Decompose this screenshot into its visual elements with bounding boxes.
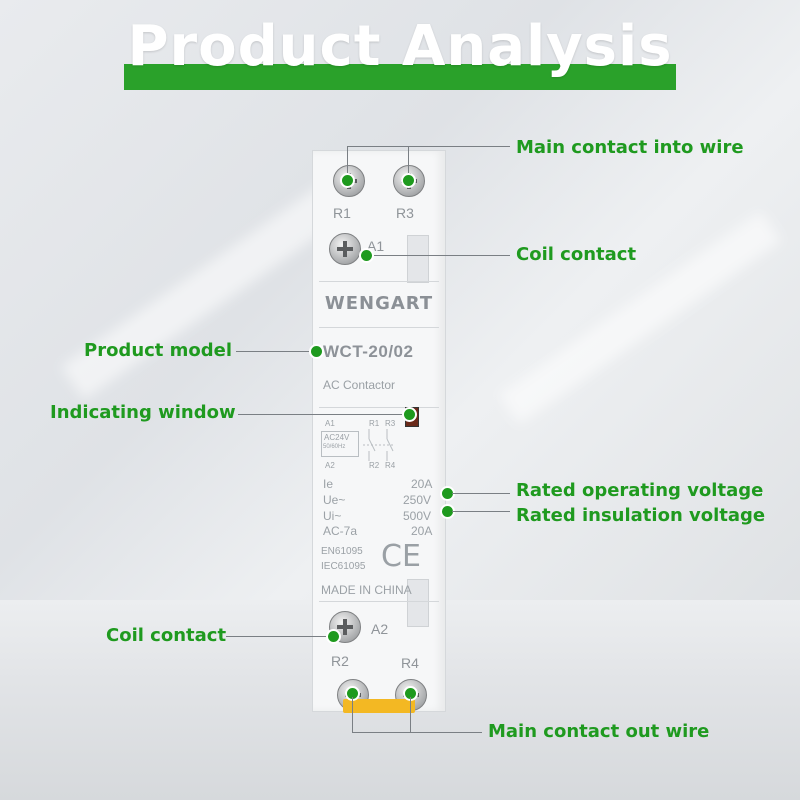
divider — [319, 407, 439, 408]
terminal-label-r3: R3 — [396, 205, 414, 221]
model-number: WCT-20/02 — [323, 342, 414, 361]
leader-line — [238, 414, 406, 415]
schematic-r2: R2 — [369, 461, 380, 470]
page-title: Product Analysis — [127, 14, 673, 79]
contact-symbols — [363, 429, 394, 461]
callout-main-contact-out: Main contact out wire — [488, 721, 710, 742]
bottom-notch — [407, 579, 429, 627]
marker-dot — [401, 173, 416, 188]
marker-dot — [402, 407, 417, 422]
divider — [319, 281, 439, 282]
leader-line — [408, 146, 409, 178]
top-notch — [407, 235, 429, 283]
leader-line — [366, 255, 510, 256]
rating-value: 20A — [411, 524, 433, 538]
marker-dot — [359, 248, 374, 263]
coil-frequency: 50/60Hz — [323, 444, 346, 450]
leader-line — [236, 351, 314, 352]
terminal-label-r1: R1 — [333, 205, 351, 221]
leader-line — [452, 511, 510, 512]
rating-value: 20A — [411, 477, 433, 491]
ac-contactor-device: R1 R3 A1 WENGART WCT-20/02 AC Contactor … — [312, 150, 446, 713]
callout-product-model: Product model — [84, 340, 233, 361]
callout-rated-operating-voltage: Rated operating voltage — [516, 480, 764, 501]
callout-main-contact-in: Main contact into wire — [516, 137, 744, 158]
screw-a1 — [329, 233, 361, 265]
callout-coil-contact-bottom: Coil contact — [106, 625, 227, 646]
schematic-r1: R1 — [369, 419, 380, 428]
schematic-r3: R3 — [385, 419, 396, 428]
origin-label: MADE IN CHINA — [321, 583, 412, 597]
marker-dot — [326, 629, 341, 644]
coil-box — [321, 431, 359, 457]
brand-logo: WENGART — [324, 293, 434, 314]
leader-line — [226, 636, 330, 637]
callout-coil-contact-top: Coil contact — [516, 244, 637, 265]
terminal-label-a2: A2 — [371, 621, 389, 637]
coil-voltage: AC24V — [324, 433, 350, 442]
standard-en: EN61095 — [321, 546, 363, 557]
leader-line — [347, 146, 510, 147]
terminal-label-r2: R2 — [331, 653, 349, 669]
rating-value: 250V — [403, 493, 432, 507]
divider — [319, 601, 439, 602]
standard-iec: IEC61095 — [321, 561, 366, 572]
leader-line — [352, 732, 482, 733]
device-subtitle: AC Contactor — [323, 378, 396, 392]
title-underline-bar — [124, 64, 676, 90]
callout-rated-insulation-voltage: Rated insulation voltage — [516, 505, 766, 526]
schematic-a1: A1 — [325, 419, 335, 428]
rating-label: AC-7a — [323, 524, 358, 538]
leader-line — [452, 493, 510, 494]
schematic-r4: R4 — [385, 461, 396, 470]
marker-dot — [309, 344, 324, 359]
leader-line — [410, 697, 411, 732]
din-rail-clip — [343, 699, 415, 713]
rating-label: Ui~ — [323, 509, 342, 523]
schematic-a2: A2 — [325, 461, 335, 470]
ce-mark: CE — [381, 539, 421, 574]
terminal-label-r4: R4 — [401, 655, 419, 671]
rating-value: 500V — [403, 509, 432, 523]
rating-label: Ie — [323, 477, 334, 491]
leader-line — [352, 697, 353, 732]
rating-label: Ue~ — [323, 493, 346, 507]
marker-dot — [340, 173, 355, 188]
divider — [319, 327, 439, 328]
leader-line — [347, 146, 348, 178]
callout-indicating-window: Indicating window — [50, 402, 236, 423]
